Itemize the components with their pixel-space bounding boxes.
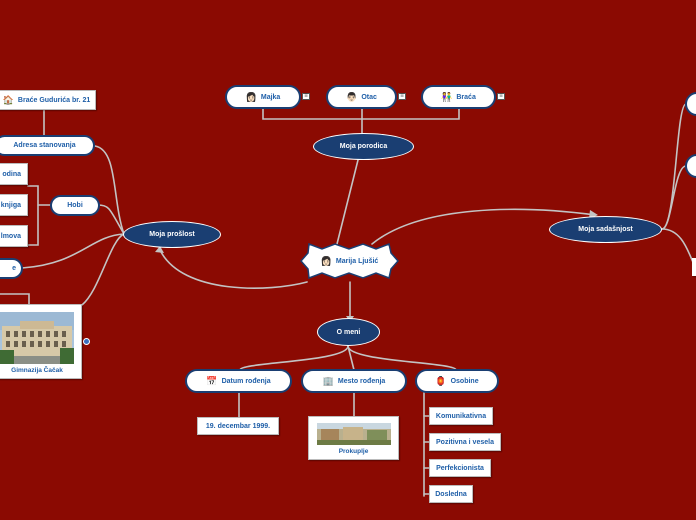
osobina-label: Perfekcionista (436, 465, 484, 472)
osobina-item[interactable]: Dosledna (429, 485, 473, 503)
osobina-item[interactable]: Komunikativna (429, 407, 493, 425)
osobine-label: Osobine (451, 378, 479, 385)
address-label: Braće Gudurića br. 21 (18, 97, 90, 104)
family-otac[interactable]: 👨🏻 Otac (326, 85, 397, 109)
proslost-partial-node[interactable]: e (0, 258, 23, 279)
hobi-item[interactable]: odina (0, 163, 28, 185)
topic-label: O meni (337, 329, 361, 336)
prokuplje-image-node[interactable]: Prokuplje (308, 416, 399, 460)
hobi-node[interactable]: Hobi (50, 195, 100, 216)
osobina-label: Pozitivna i vesela (436, 439, 494, 446)
adresa-label: Adresa stanovanja (13, 142, 75, 149)
hobi-label: Hobi (67, 202, 83, 209)
datum-label: Datum rođenja (222, 378, 271, 385)
partial-label: e (12, 265, 16, 272)
datum-value-label: 19. decembar 1999. (206, 423, 270, 430)
calendar-icon: 📅 (206, 377, 217, 386)
hobi-item-label: odina (2, 171, 21, 178)
mesto-label: Mesto rođenja (338, 378, 385, 385)
address-value[interactable]: 🏠 Braće Gudurića br. 21 (0, 90, 96, 110)
osobina-label: Dosledna (435, 491, 467, 498)
family-label: Braća (456, 94, 475, 101)
school-label: Gimnazija Čačak (11, 367, 63, 374)
hobi-item[interactable]: lmova (0, 225, 28, 247)
note-icon[interactable]: ≡ (497, 93, 505, 100)
house-icon: 🏠 (3, 96, 14, 105)
note-icon[interactable]: ≡ (398, 93, 406, 100)
topic-moja-proslost[interactable]: Moja prošlost (123, 221, 221, 248)
central-topic[interactable]: 👩🏻 Marija Ljušić (300, 243, 399, 279)
osobina-item[interactable]: Perfekcionista (429, 459, 491, 477)
datum-rodjenja[interactable]: 📅 Datum rođenja (185, 369, 292, 393)
girl-icon: 👩🏻 (321, 257, 332, 266)
siblings-icon: 👫 (441, 93, 452, 102)
hobi-item[interactable]: knjiga (0, 194, 28, 216)
topic-label: Moja porodica (340, 143, 387, 150)
topic-label: Moja sadašnjost (578, 226, 632, 233)
hobi-item-label: lmova (1, 233, 21, 240)
topic-moja-sadasnjost[interactable]: Moja sadašnjost (549, 216, 662, 243)
osobine[interactable]: 🏮 Osobine (415, 369, 499, 393)
family-braca[interactable]: 👫 Braća (421, 85, 496, 109)
topic-label: Moja prošlost (149, 231, 195, 238)
sadasnjost-item[interactable] (692, 258, 696, 276)
note-icon[interactable]: ≡ (302, 93, 310, 100)
school-photo (0, 312, 74, 364)
datum-value[interactable]: 19. decembar 1999. (197, 417, 279, 435)
woman-icon: 👩🏻 (246, 93, 257, 102)
hobi-item-label: knjiga (1, 202, 21, 209)
osobina-label: Komunikativna (436, 413, 486, 420)
family-label: Otac (361, 94, 377, 101)
prokuplje-photo (317, 423, 391, 445)
mesto-rodjenja[interactable]: 🏢 Mesto rođenja (301, 369, 407, 393)
topic-o-meni[interactable]: O meni (317, 318, 380, 346)
topic-moja-porodica[interactable]: Moja porodica (313, 133, 414, 160)
adresa-stanovanja[interactable]: Adresa stanovanja (0, 135, 95, 156)
osobina-item[interactable]: Pozitivna i vesela (429, 433, 501, 451)
building-icon: 🏢 (323, 377, 334, 386)
man-icon: 👨🏻 (346, 93, 357, 102)
family-label: Majka (261, 94, 280, 101)
lantern-icon: 🏮 (435, 377, 446, 386)
school-image-node[interactable]: Gimnazija Čačak (0, 304, 82, 379)
link-icon[interactable] (83, 338, 90, 345)
prokuplje-label: Prokuplje (339, 448, 369, 455)
central-label: Marija Ljušić (336, 258, 378, 265)
family-majka[interactable]: 👩🏻 Majka (225, 85, 301, 109)
